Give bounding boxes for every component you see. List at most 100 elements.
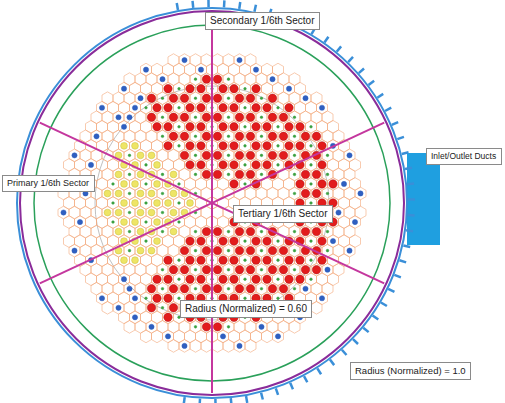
fuel-pin	[178, 183, 181, 186]
fuel-pin	[202, 323, 210, 331]
fuel-pin	[132, 296, 137, 301]
fuel-pin	[227, 97, 230, 100]
tick-mark	[337, 46, 341, 51]
fuel-pin	[148, 190, 155, 197]
fuel-pin	[169, 265, 177, 273]
fuel-pin	[137, 152, 144, 159]
tick-mark	[276, 388, 278, 395]
tick-mark	[408, 198, 415, 201]
fuel-pin	[121, 124, 126, 129]
fuel-pin	[252, 104, 260, 112]
fuel-pin	[164, 123, 172, 131]
fuel-pin	[296, 180, 304, 188]
sector-line	[40, 123, 384, 284]
fuel-pin	[161, 287, 164, 290]
fuel-pin	[186, 161, 194, 169]
fuel-pin	[244, 259, 247, 262]
fuel-pin	[148, 247, 155, 254]
fuel-pin	[296, 123, 304, 131]
fuel-pin	[347, 153, 352, 158]
fuel-pin	[94, 134, 99, 139]
fuel-pin	[318, 142, 326, 150]
fuel-pin	[145, 240, 148, 243]
fuel-pin	[132, 315, 137, 320]
tick-marks	[177, 0, 415, 403]
fuel-pin	[186, 237, 194, 245]
fuel-pin	[148, 152, 155, 159]
fuel-pin	[253, 67, 258, 72]
lattice-cell	[102, 301, 113, 314]
fuel-pin	[260, 249, 263, 252]
fuel-pin	[137, 228, 144, 235]
fuel-pin	[170, 190, 177, 197]
fuel-pin	[310, 240, 313, 243]
fuel-pin	[180, 132, 188, 140]
fuel-pin	[197, 256, 205, 264]
fuel-pin	[310, 125, 313, 128]
fuel-pin	[180, 265, 188, 273]
fuel-pin	[115, 190, 122, 197]
fuel-pin	[310, 183, 313, 186]
fuel-pin	[312, 132, 320, 140]
fuel-pin	[296, 142, 304, 150]
fuel-pin	[237, 343, 242, 348]
fuel-pin	[312, 265, 320, 273]
tick-mark	[385, 108, 391, 111]
fuel-pin	[286, 86, 291, 91]
fuel-pin	[194, 78, 197, 81]
lattice-cell	[152, 330, 163, 343]
fuel-pin	[186, 256, 194, 264]
fuel-pin	[279, 132, 287, 140]
fuel-pin	[153, 275, 161, 283]
fuel-pin	[219, 237, 227, 245]
fuel-pin	[164, 294, 172, 302]
fuel-pin	[260, 135, 263, 138]
fuel-pin	[252, 237, 260, 245]
fuel-pin	[301, 265, 309, 273]
fuel-pin	[230, 142, 238, 150]
fuel-pin	[329, 180, 337, 188]
fuel-pin	[301, 189, 309, 197]
fuel-pin	[161, 268, 164, 271]
fuel-pin	[145, 297, 148, 300]
fuel-pin	[244, 106, 247, 109]
fuel-pin	[77, 219, 82, 224]
tick-mark	[198, 399, 201, 403]
fuel-pin	[310, 202, 313, 205]
fuel-pin	[194, 268, 197, 271]
fuel-pin	[170, 209, 177, 216]
fuel-pin	[219, 256, 227, 264]
tick-mark	[304, 376, 307, 382]
fuel-pin	[161, 173, 164, 176]
fuel-pin	[285, 123, 293, 131]
fuel-pin	[178, 145, 181, 148]
fuel-pin	[138, 96, 143, 101]
tick-mark	[223, 0, 226, 7]
fuel-pin	[186, 84, 194, 92]
fuel-pin	[202, 170, 210, 178]
fuel-pin	[178, 87, 181, 90]
fuel-pin	[227, 287, 230, 290]
tick-mark	[405, 168, 412, 169]
fuel-pin	[296, 275, 304, 283]
tick-mark	[363, 328, 368, 332]
fuel-pin	[227, 326, 230, 329]
fuel-pin	[263, 161, 271, 169]
callout-box: Tertiary 1/6th Sector	[233, 205, 333, 223]
fuel-pin	[143, 67, 148, 72]
tick-mark	[317, 368, 321, 374]
fuel-pin	[145, 164, 148, 167]
fuel-pin	[194, 287, 197, 290]
fuel-pin	[121, 86, 126, 91]
fuel-pin	[244, 164, 247, 167]
fuel-pin	[301, 170, 309, 178]
fuel-pin	[293, 287, 296, 290]
fuel-pin	[235, 285, 243, 293]
fuel-pin	[246, 170, 254, 178]
tick-mark	[407, 182, 414, 185]
lattice-cell	[311, 301, 322, 314]
fuel-pin	[72, 153, 77, 158]
fuel-pin	[149, 324, 154, 329]
fuel-pin	[161, 230, 164, 233]
fuel-pin	[296, 256, 304, 264]
